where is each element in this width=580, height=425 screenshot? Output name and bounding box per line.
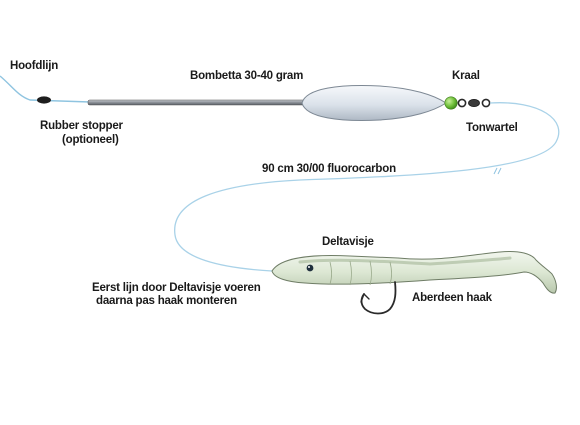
- lure-eye: [306, 264, 314, 272]
- bead: [444, 96, 458, 110]
- main-line: [0, 75, 91, 103]
- label-leader: 90 cm 30/00 fluorocarbon: [262, 163, 396, 175]
- label-instruction-line2: daarna pas haak monteren: [96, 295, 237, 307]
- label-swivel: Tonwartel: [466, 122, 518, 134]
- label-rubber-stopper: Rubber stopper: [40, 120, 123, 132]
- aberdeen-hook: [360, 281, 397, 315]
- label-bead: Kraal: [452, 70, 480, 82]
- label-main-line: Hoofdlijn: [10, 60, 59, 72]
- hook-barb: [360, 293, 370, 303]
- barrel-swivel: [457, 98, 491, 108]
- lure-segments: [329, 260, 392, 286]
- label-optional: (optioneel): [62, 134, 119, 146]
- leader-break-mark: [493, 167, 502, 175]
- lure-eye-highlight: [308, 266, 310, 268]
- label-sinker: Bombetta 30-40 gram: [190, 70, 304, 82]
- deltavisje-lure: [271, 251, 557, 294]
- float-stem: [87, 99, 309, 106]
- label-hook: Aberdeen haak: [412, 292, 492, 304]
- rubber-stopper: [37, 96, 51, 104]
- bombetta-float: [301, 85, 447, 121]
- lure-back-stripe: [298, 256, 512, 266]
- label-instruction-line1: Eerst lijn door Deltavisje voeren: [92, 282, 261, 294]
- label-lure: Deltavisje: [322, 236, 374, 248]
- fluorocarbon-leader: [174, 102, 560, 272]
